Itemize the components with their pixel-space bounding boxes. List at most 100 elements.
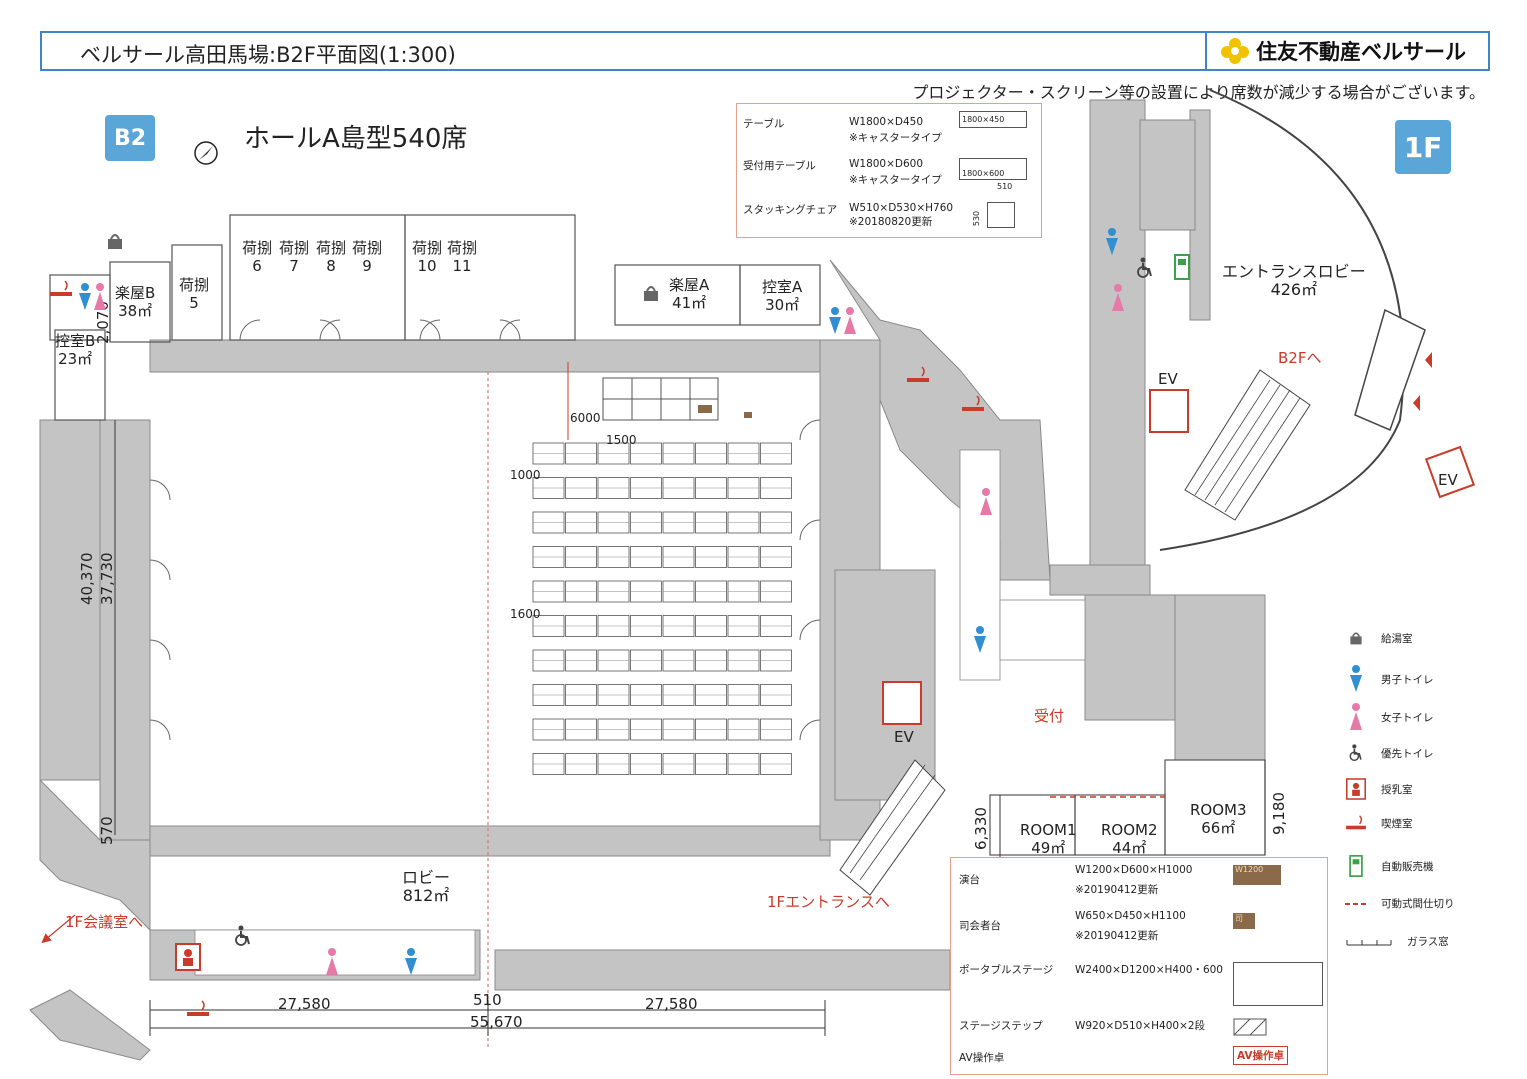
- spec-chair-note: ※20180820更新: [849, 216, 933, 228]
- room-gakuya-a-area: 41㎡: [672, 294, 707, 312]
- stage-spec-panel: 演台 W1200×D600×H1000 ※20190412更新 W1200 司会…: [950, 857, 1328, 1075]
- spec-chair-size: W510×D530×H760: [849, 202, 954, 214]
- female-toilet-icon: [979, 488, 993, 520]
- spec-step-size: W920×D510×H400×2段: [1075, 1020, 1206, 1032]
- legend-vending-machine: 自動販売機: [1345, 855, 1434, 877]
- room-2-area: 44㎡: [1112, 839, 1147, 857]
- male-toilet-icon: [404, 948, 418, 980]
- loading-bay-9: 荷捌 9: [352, 239, 382, 275]
- glass-window-icon: [1345, 938, 1393, 946]
- loading-bay-11-name: 荷捌: [447, 239, 478, 257]
- spec-table-label: テーブル: [743, 118, 785, 130]
- entrance-lobby-area: 426㎡: [1270, 280, 1318, 299]
- to-b2f-label: B2Fへ: [1278, 349, 1322, 367]
- chair-icon: [987, 202, 1015, 228]
- kettle-icon: [1345, 630, 1367, 646]
- loading-bay-8: 荷捌 8: [316, 239, 346, 275]
- room-gakuya-a-name: 楽屋A: [669, 276, 710, 294]
- brand-flower-icon: [1221, 38, 1249, 64]
- floor-badge-b2: B2: [105, 115, 155, 161]
- smoking-room-icon: [49, 279, 73, 303]
- room-hikae-a-name: 控室A: [762, 278, 803, 296]
- loading-bay-9-number: 9: [362, 257, 372, 275]
- mc-table-mark: [744, 412, 752, 418]
- room-2: ROOM2 44㎡: [1101, 821, 1158, 857]
- elevator-label-entrance: EV: [1438, 471, 1458, 489]
- dim-37730: 37,730: [98, 552, 116, 606]
- legend-accessible-toilet: 優先トイレ: [1345, 744, 1434, 762]
- legend-vending-machine-label: 自動販売機: [1381, 860, 1434, 873]
- room-gakuya-b-area: 38㎡: [118, 302, 153, 320]
- loading-bay-6: 荷捌 6: [242, 239, 272, 275]
- loading-bay-10-number: 10: [417, 257, 437, 275]
- dim-510: 510: [473, 991, 502, 1009]
- loading-bay-8-name: 荷捌: [316, 239, 347, 257]
- spec-av-tag: AV操作卓: [1233, 1046, 1289, 1065]
- legend-kettle-label: 給湯室: [1381, 632, 1413, 645]
- spec-table-size: W1800×D450: [849, 116, 924, 128]
- room-3-name: ROOM3: [1190, 801, 1247, 819]
- lobby-name: ロビー: [402, 868, 451, 887]
- room-1: ROOM1 49㎡: [1020, 821, 1077, 857]
- legend-glass-window: ガラス窓: [1345, 934, 1449, 949]
- dim-9180: 9,180: [1270, 792, 1288, 835]
- header-divider: [1205, 33, 1207, 69]
- loading-bay-5-name: 荷捌: [179, 276, 210, 294]
- spec-portable-label: ポータブルステージ: [959, 964, 1054, 976]
- female-toilet-icon: [1345, 703, 1367, 731]
- room-2-name: ROOM2: [1101, 821, 1158, 839]
- spec-reception-table-note: ※キャスタータイプ: [849, 174, 942, 186]
- legend-smoking-room: 喫煙室: [1345, 814, 1413, 832]
- room-3: ROOM3 66㎡: [1190, 801, 1247, 837]
- spec-mc-size: W650×D450×H1100: [1075, 910, 1186, 922]
- legend-nursing-room: 授乳室: [1345, 778, 1413, 800]
- male-toilet-icon: [1105, 228, 1119, 260]
- brand-logo: 住友不動産ベルサール: [1220, 37, 1466, 65]
- portable-stage-icon: [1233, 962, 1323, 1006]
- loading-bay-7: 荷捌 7: [279, 239, 309, 275]
- female-toilet-icon: [843, 307, 857, 339]
- accessible-toilet-icon: [1134, 257, 1156, 283]
- spec-reception-table-tag: 1800×600: [959, 158, 1027, 180]
- spec-table-tag: 1800×450: [959, 111, 1027, 128]
- spec-podium-size: W1200×D600×H1000: [1075, 864, 1193, 876]
- legend-male-toilet-label: 男子トイレ: [1381, 673, 1434, 686]
- legend-nursing-room-label: 授乳室: [1381, 783, 1413, 796]
- female-toilet-icon: [1111, 284, 1125, 316]
- kettle-icon: [104, 231, 126, 255]
- room-hikae-b-area: 23㎡: [58, 350, 93, 368]
- room-3-area: 66㎡: [1201, 819, 1236, 837]
- dim-570: 570: [98, 816, 116, 845]
- male-toilet-icon: [78, 283, 92, 315]
- spec-portable-size: W2400×D1200×H400・600: [1075, 964, 1223, 976]
- entrance-lobby-name: エントランスロビー: [1222, 262, 1366, 281]
- male-toilet-icon: [828, 307, 842, 339]
- spec-podium-tag: W1200: [1233, 865, 1281, 885]
- room-hikae-b-name: 控室B: [55, 332, 96, 350]
- room-hikae-a-area: 30㎡: [765, 296, 800, 314]
- loading-bay-9-name: 荷捌: [352, 239, 383, 257]
- smoking-room-icon: [186, 999, 210, 1023]
- room-gakuya-b: 楽屋B 38㎡: [115, 284, 155, 320]
- spec-podium-label: 演台: [959, 874, 980, 886]
- to-1f-meeting-label: 1F会議室へ: [65, 913, 144, 931]
- elevator-label-b2: EV: [894, 728, 914, 746]
- spec-mc-tag: 司: [1233, 913, 1255, 929]
- movable-partition-icon: [1345, 901, 1367, 907]
- seat-notice: プロジェクター・スクリーン等の設置により席数が減少する場合がございます。: [912, 83, 1485, 102]
- furniture-spec-panel: テーブル W1800×D450 ※キャスタータイプ 1800×450 受付用テー…: [736, 103, 1042, 238]
- legend-male-toilet: 男子トイレ: [1345, 665, 1434, 693]
- north-arrow-icon: [194, 141, 218, 165]
- loading-bay-6-name: 荷捌: [242, 239, 273, 257]
- dim-6000: 6000: [570, 411, 601, 425]
- dim-27580-left: 27,580: [278, 995, 331, 1013]
- smoking-room-icon: [961, 394, 985, 418]
- page-title: ベルサール高田馬場:B2F平面図(1:300): [80, 43, 456, 67]
- loading-bay-11-number: 11: [452, 257, 472, 275]
- room-1-area: 49㎡: [1031, 839, 1066, 857]
- legend-female-toilet: 女子トイレ: [1345, 703, 1434, 731]
- dim-1000: 1000: [510, 468, 541, 482]
- dim-40370: 40,370: [78, 552, 96, 606]
- loading-bay-10-name: 荷捌: [412, 239, 443, 257]
